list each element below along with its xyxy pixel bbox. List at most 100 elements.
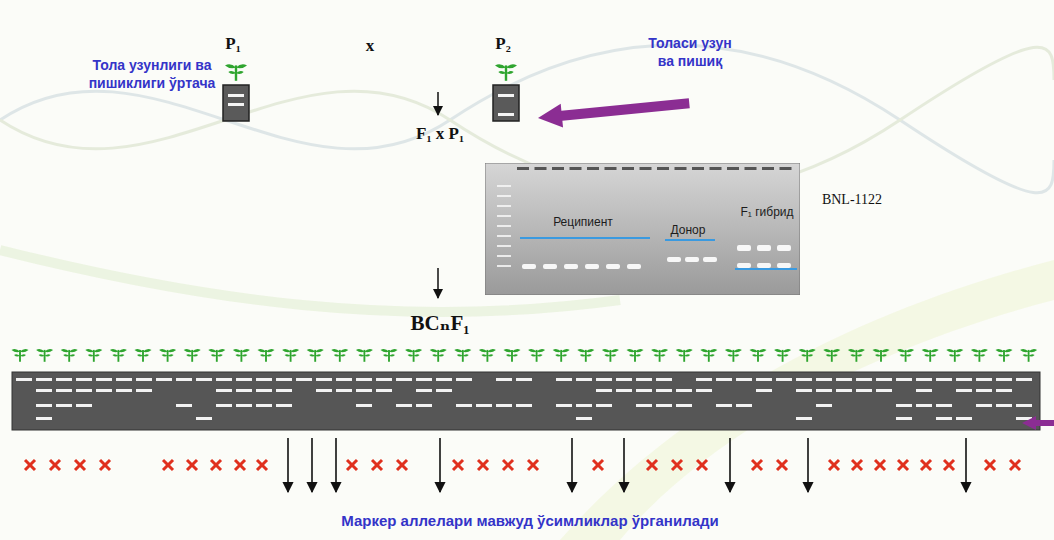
gel-well — [762, 167, 774, 170]
plant-icon — [897, 349, 914, 362]
gel-band — [56, 389, 72, 392]
gel-band — [956, 389, 972, 392]
cross-sign: x — [366, 36, 375, 56]
plant-icon — [700, 349, 717, 362]
gel-band — [456, 378, 472, 381]
gel-band — [656, 404, 672, 407]
gel-well — [692, 167, 704, 170]
gel-band — [916, 378, 932, 381]
gel-band — [396, 378, 412, 381]
parent-label: P₁ — [225, 34, 240, 54]
reject-cross — [752, 460, 762, 470]
gel-well — [552, 167, 564, 170]
gel-image — [485, 163, 800, 295]
plant-icon — [12, 349, 29, 362]
reject-cross — [985, 460, 995, 470]
group-underline — [665, 239, 715, 241]
gel-band — [216, 404, 232, 407]
gel-band — [96, 389, 112, 392]
gel-band — [736, 404, 752, 407]
gel-band — [36, 417, 52, 420]
gel-band — [777, 245, 791, 251]
gel-band — [256, 389, 272, 392]
gel-well — [745, 167, 757, 170]
plant-icon — [750, 349, 767, 362]
gel-band — [316, 378, 332, 381]
gel-bands — [16, 378, 1032, 420]
select-arrow — [439, 438, 441, 492]
gel-band — [636, 378, 652, 381]
gel-band — [585, 264, 599, 269]
lane-group-label: Реципиент — [553, 215, 613, 229]
gel-band — [376, 378, 392, 381]
gel-band — [556, 404, 572, 407]
gel-band — [737, 245, 751, 251]
gel-band — [656, 389, 672, 392]
reject-cross — [875, 460, 885, 470]
gel-well — [535, 167, 547, 170]
gel-band — [196, 378, 212, 381]
reject-cross — [898, 460, 908, 470]
marker-arrow — [537, 91, 691, 130]
plant-icon — [946, 349, 963, 362]
plant-icon — [454, 349, 471, 362]
gel-band — [703, 257, 717, 262]
gel-band — [1016, 404, 1032, 407]
reject-cross — [397, 460, 407, 470]
gel-band — [336, 389, 352, 392]
gel-band — [876, 389, 892, 392]
gel-band — [656, 378, 672, 381]
ladder-band — [497, 185, 511, 187]
gel-band — [896, 404, 912, 407]
gel-band — [36, 378, 52, 381]
reject-cross — [347, 460, 357, 470]
reject-cross — [921, 460, 931, 470]
plant-icon — [553, 349, 570, 362]
gel-band — [496, 404, 512, 407]
gel-band — [696, 378, 712, 381]
gel-band — [896, 378, 912, 381]
caption-note: Маркер аллелари мавжуд ўсимликлар ўргани… — [341, 512, 719, 530]
plant-icon — [504, 349, 521, 362]
gel-band — [676, 389, 692, 392]
select-arrow — [287, 438, 289, 492]
gel-band — [576, 417, 592, 420]
gel-band — [416, 404, 432, 407]
gel-band — [96, 378, 112, 381]
gel-band — [56, 404, 72, 407]
gel-band — [543, 264, 557, 269]
plant-icon — [282, 349, 299, 362]
gel-band — [836, 378, 852, 381]
gel-band — [996, 389, 1012, 392]
parent-gel — [493, 85, 519, 121]
gel-band — [796, 417, 812, 420]
ladder-band — [497, 215, 511, 217]
reject-cross — [503, 460, 513, 470]
gel-band — [356, 389, 372, 392]
gel-band — [276, 404, 292, 407]
gel-well — [780, 167, 792, 170]
select-arrow — [311, 438, 313, 492]
gel-band — [296, 378, 312, 381]
gel-band — [737, 263, 751, 268]
gel-well — [622, 167, 634, 170]
gel-band — [936, 417, 952, 420]
gel-ground — [485, 163, 800, 295]
gel-well — [640, 167, 652, 170]
gel-band — [736, 378, 752, 381]
gel-band — [76, 404, 92, 407]
gel-band — [596, 389, 612, 392]
gel-band — [896, 417, 912, 420]
plant-icon — [405, 349, 422, 362]
gel-band — [516, 404, 532, 407]
reject-cross — [1010, 460, 1020, 470]
gel-band — [416, 378, 432, 381]
reject-cross — [852, 460, 862, 470]
reject-cross — [50, 460, 60, 470]
plant-icon — [495, 64, 517, 81]
generation-label: BCₙF₁ — [410, 311, 469, 336]
select-arrow — [807, 438, 809, 492]
gel-band — [996, 378, 1012, 381]
gel-band — [476, 404, 492, 407]
